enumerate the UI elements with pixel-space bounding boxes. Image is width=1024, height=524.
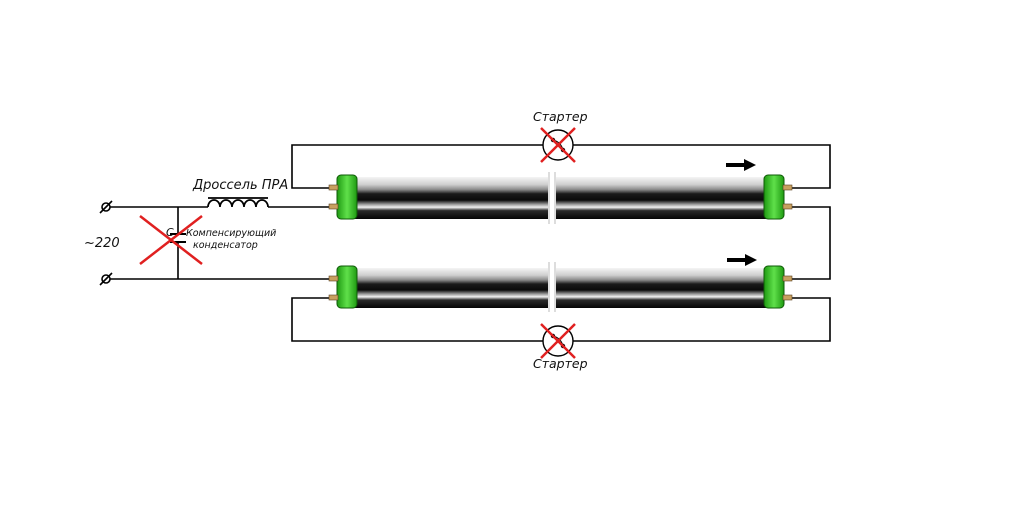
cross-mark-icon xyxy=(139,215,203,265)
choke-label: Дроссель ПРА xyxy=(192,178,288,193)
lamp-top xyxy=(328,172,793,224)
cross-mark-icon xyxy=(540,323,576,359)
capacitor-label-line2: конденсатор xyxy=(193,240,258,251)
cross-mark-icon xyxy=(540,127,576,163)
arrow-icon xyxy=(726,159,756,171)
starter-bottom-label: Стартер xyxy=(533,356,588,371)
capacitor-label-line1: Компенсирующий xyxy=(186,228,276,239)
choke-coil xyxy=(207,197,269,208)
lamp-bottom xyxy=(328,262,793,312)
capacitor-letter: C xyxy=(166,226,174,239)
starter-top-label: Стартер xyxy=(533,109,588,124)
arrow-icon xyxy=(727,254,757,266)
voltage-label: ~220 xyxy=(84,236,120,251)
terminal-icon xyxy=(99,200,113,286)
